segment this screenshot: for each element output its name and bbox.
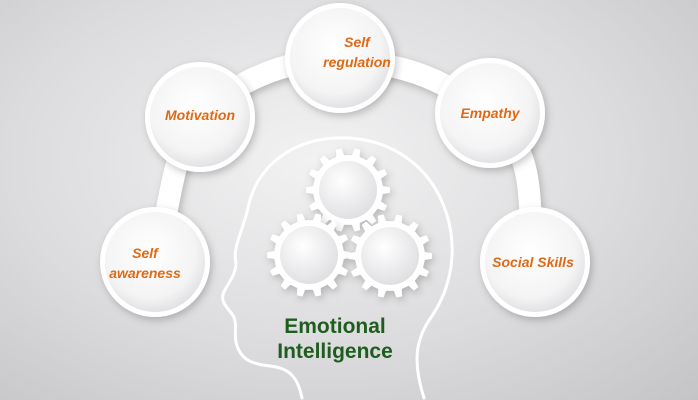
node-label-self-awareness: Self awareness	[109, 245, 181, 281]
node-circles	[100, 3, 590, 317]
node-circle-motivation	[150, 67, 250, 167]
node-label-social-skills: Social Skills	[492, 254, 574, 270]
head-outline-icon	[221, 136, 454, 400]
gear-hub	[280, 226, 338, 284]
node-circle-social-skills	[485, 212, 585, 312]
gear-hub	[319, 161, 377, 219]
node-circle-self-regulation	[290, 8, 390, 108]
node-label-self-regulation: Self regulation	[323, 34, 391, 70]
node-label-empathy: Empathy	[460, 105, 520, 121]
diagram-title: Emotional Intelligence	[277, 315, 393, 363]
node-circle-self-awareness	[105, 212, 205, 312]
node-circle-empathy	[440, 63, 540, 163]
node-label-motivation: Motivation	[165, 107, 235, 123]
gears-group	[267, 148, 432, 298]
gear-hub	[361, 227, 419, 285]
